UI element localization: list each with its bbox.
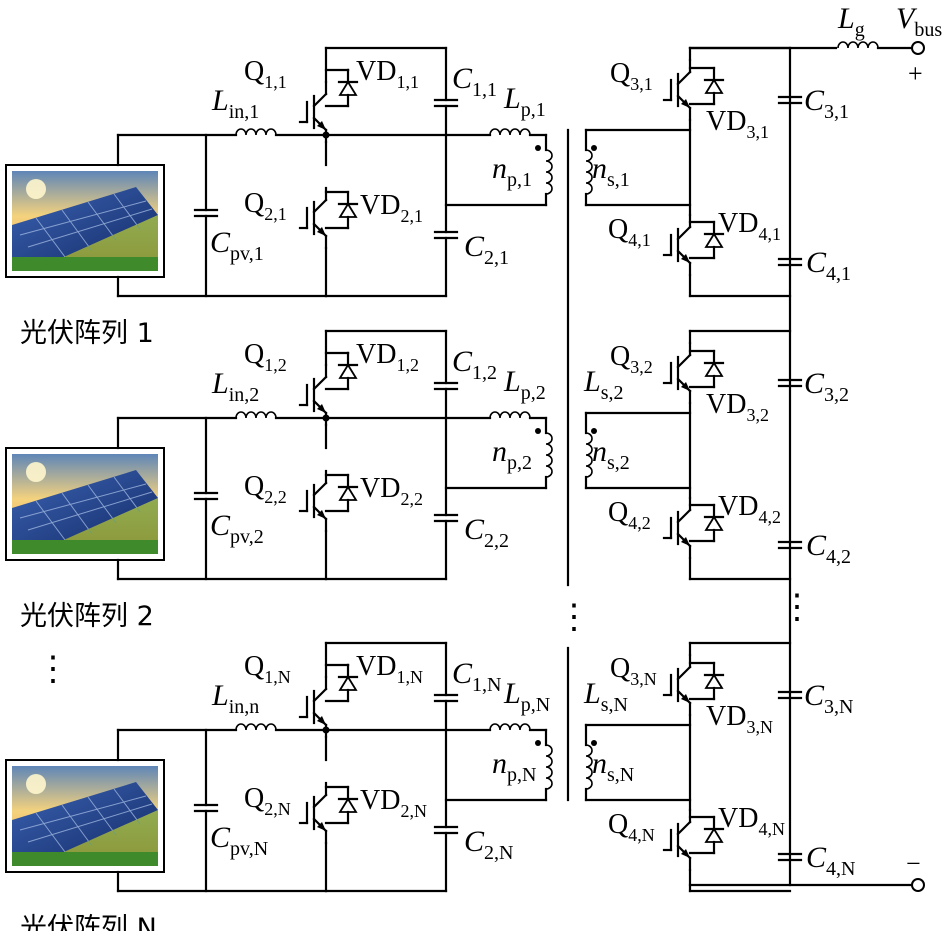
C1-label: C1,2 — [452, 345, 497, 384]
Q3-label: Q3,2 — [610, 341, 653, 377]
Vbus-label: Vbus — [896, 2, 942, 41]
solar-panel-image — [5, 447, 165, 561]
ellipsis-mid: ⋮ — [557, 599, 591, 636]
Q3-label: Q3,N — [610, 653, 657, 689]
C4-label: C4,N — [806, 841, 855, 880]
Q3-label: Q3,1 — [610, 58, 653, 94]
C3-label: C3,1 — [804, 84, 849, 123]
VD2-label: VD2,N — [360, 785, 427, 821]
np-label: np,2 — [492, 435, 532, 474]
C1-label: C1,1 — [452, 62, 497, 101]
pv-array-label: 光伏阵列 1 — [20, 318, 154, 349]
Lp-label: Lp,1 — [503, 82, 546, 121]
C4-label: C4,1 — [806, 246, 851, 285]
Q2-label: Q2,N — [244, 783, 291, 819]
C2-label: C2,N — [464, 825, 513, 864]
Q2-label: Q2,1 — [244, 188, 287, 224]
C4-label: C4,2 — [806, 529, 851, 568]
np-label: np,N — [492, 747, 536, 786]
Q1-label: Q1,N — [244, 651, 291, 687]
Cpv-label: Cpv,2 — [210, 509, 264, 548]
VD1-label: VD1,N — [356, 651, 423, 687]
positive-terminal — [911, 41, 925, 55]
Lin-label: Lin,2 — [211, 367, 259, 406]
Q1-label: Q1,1 — [244, 56, 287, 92]
Lin-label: Lin,n — [211, 679, 259, 718]
Q2-label: Q2,2 — [244, 471, 287, 507]
VD3-label: VD3,1 — [706, 106, 769, 142]
VD4-label: VD4,1 — [718, 208, 781, 244]
Q4-label: Q4,2 — [608, 497, 651, 533]
C3-label: C3,N — [804, 679, 853, 718]
C1-label: C1,N — [452, 657, 501, 696]
ns-label: ns,1 — [592, 152, 630, 191]
solar-panel-image — [5, 164, 165, 278]
ns-label: ns,N — [592, 747, 634, 786]
Cpv-label: Cpv,1 — [210, 226, 264, 265]
Lp-label: Lp,N — [503, 677, 550, 716]
VD4-label: VD4,2 — [718, 491, 781, 527]
VD2-label: VD2,1 — [360, 190, 423, 226]
C2-label: C2,1 — [464, 230, 509, 269]
ellipsis-left: ⋮ — [36, 651, 70, 688]
ns-label: ns,2 — [592, 435, 630, 474]
Q1-label: Q1,2 — [244, 339, 287, 375]
pv-array-label: 光伏阵列 2 — [20, 601, 154, 632]
Q4-label: Q4,N — [608, 809, 655, 845]
Lp-label: Lp,2 — [503, 365, 546, 404]
Q4-label: Q4,1 — [608, 214, 651, 250]
VD3-label: VD3,2 — [706, 389, 769, 425]
Lg-label: Lg — [837, 2, 865, 41]
pv-array-label: 光伏阵列 N — [20, 913, 157, 931]
C2-label: C2,2 — [464, 513, 509, 552]
ellipsis-right: ⋮ — [780, 589, 814, 626]
VD1-label: VD1,2 — [356, 339, 419, 375]
output-stage: Lg Vbus + − — [688, 2, 942, 892]
Lin-label: Lin,1 — [211, 84, 259, 123]
Ls-label: Ls,N — [583, 677, 628, 716]
Ls-label: Ls,2 — [583, 365, 623, 404]
VD2-label: VD2,2 — [360, 473, 423, 509]
VD1-label: VD1,1 — [356, 56, 419, 92]
plus-sign: + — [908, 59, 923, 88]
negative-terminal — [911, 878, 925, 892]
VD4-label: VD4,N — [718, 803, 785, 839]
np-label: np,1 — [492, 152, 532, 191]
minus-sign: − — [906, 849, 921, 878]
solar-panel-image — [5, 759, 165, 873]
C3-label: C3,2 — [804, 367, 849, 406]
Cpv-label: Cpv,N — [210, 821, 268, 860]
VD3-label: VD3,N — [706, 701, 773, 737]
